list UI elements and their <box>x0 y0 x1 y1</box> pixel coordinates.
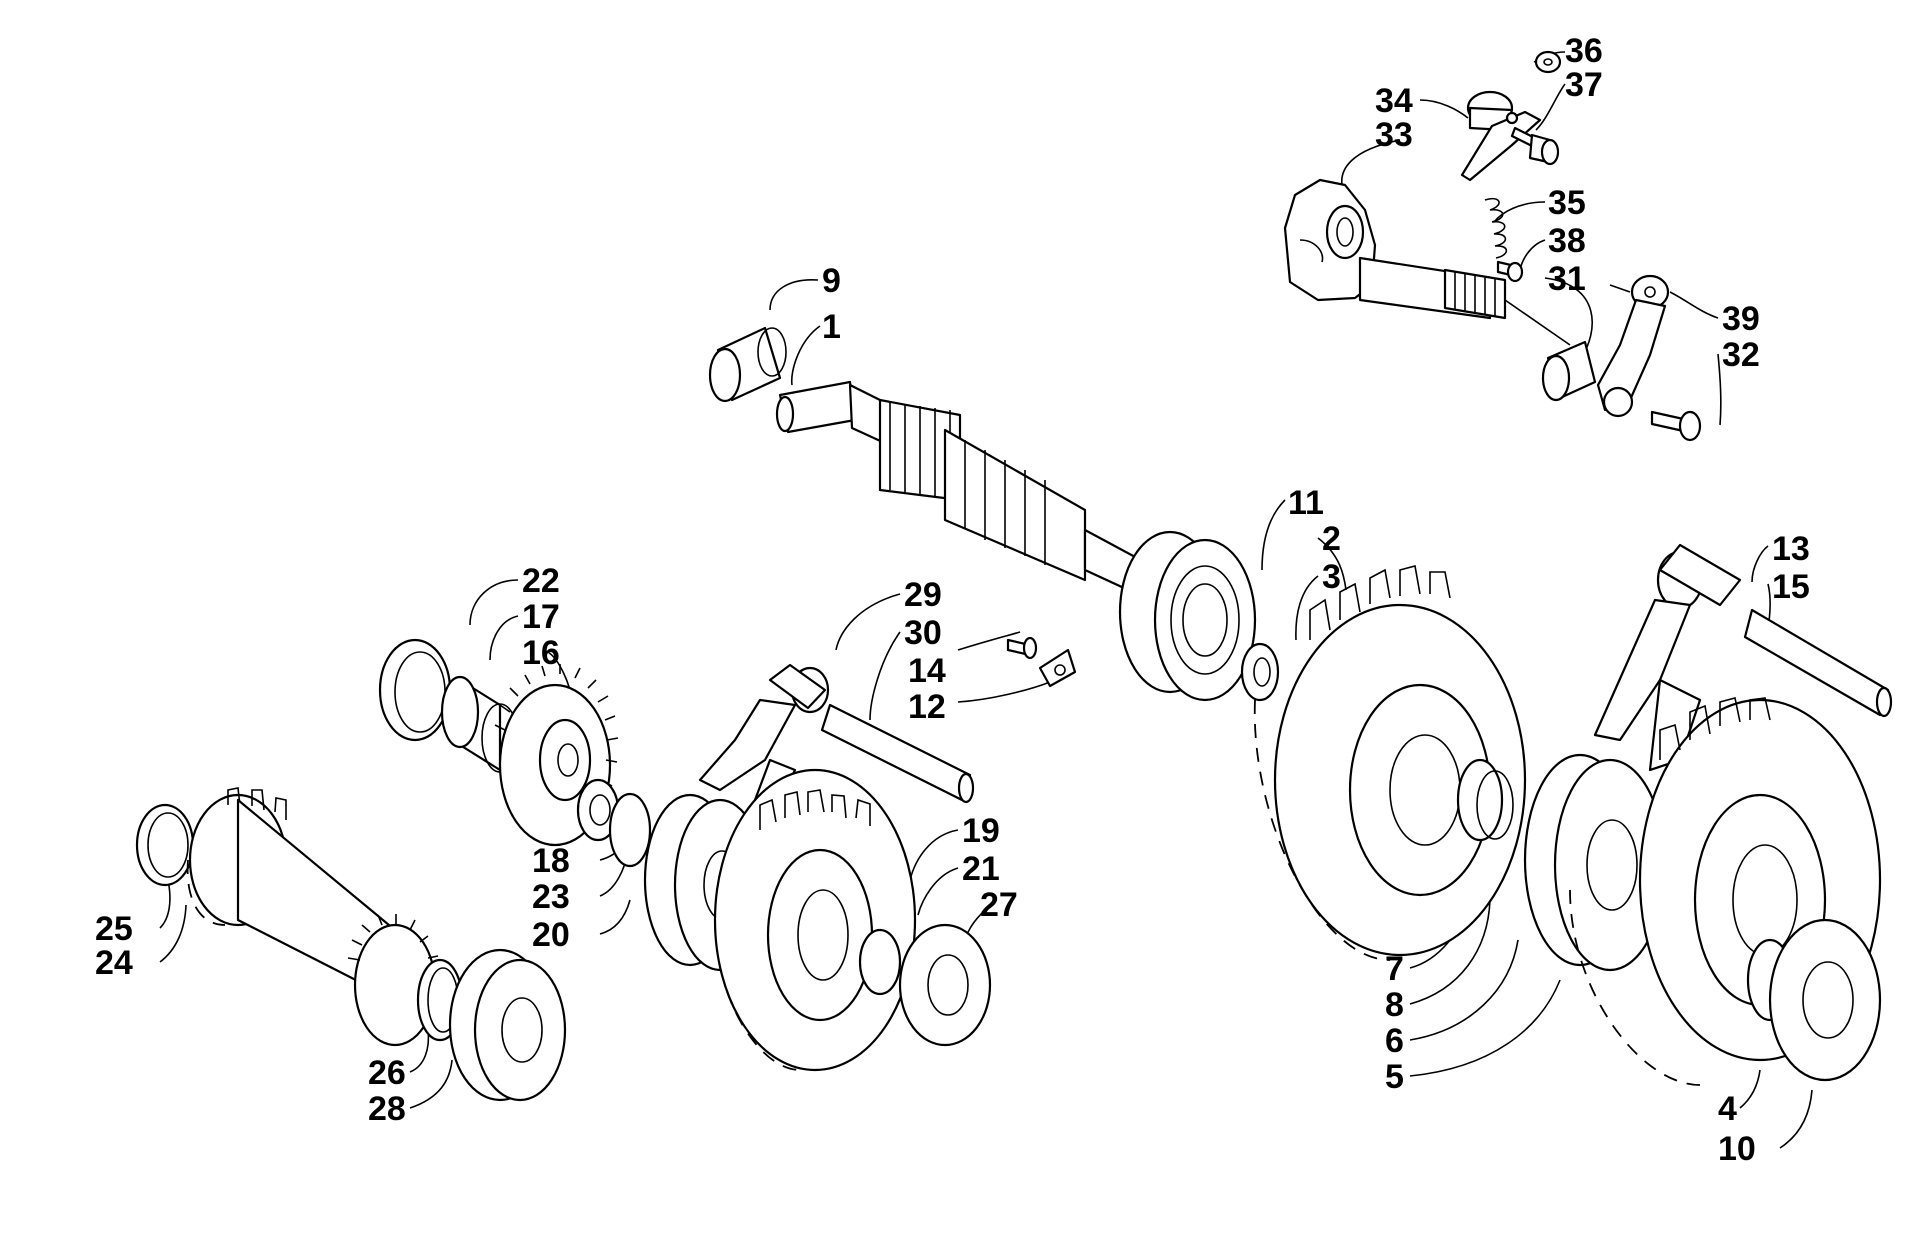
callout-7: 7 <box>1385 950 1404 988</box>
shift-rod-30-part <box>820 703 975 804</box>
callout-6: 6 <box>1385 1022 1404 1060</box>
callout-33: 33 <box>1375 116 1413 154</box>
callout-2: 2 <box>1322 520 1341 558</box>
callout-24: 24 <box>95 944 133 982</box>
callout-22: 22 <box>522 562 560 600</box>
callout-1: 1 <box>822 308 841 346</box>
shift-lever-39-part <box>1596 274 1670 418</box>
callout-28: 28 <box>368 1090 406 1128</box>
callout-31: 31 <box>1548 260 1586 298</box>
leader-lines <box>159 51 1813 1149</box>
callout-21: 21 <box>962 850 1000 888</box>
bolt-37-part <box>1510 126 1560 166</box>
callout-19: 19 <box>962 812 1000 850</box>
pin-38-part <box>1496 260 1524 283</box>
callout-39: 39 <box>1722 300 1760 338</box>
callout-10: 10 <box>1718 1130 1756 1168</box>
callout-13: 13 <box>1772 530 1810 568</box>
callout-labels: 36 37 34 33 35 38 31 39 32 9 1 11 2 3 13… <box>95 32 1810 1168</box>
washer-21-part <box>858 928 902 996</box>
clutch-dog-5-part <box>1523 753 1667 972</box>
callout-18: 18 <box>532 842 570 880</box>
callout-17: 17 <box>522 598 560 636</box>
callout-23: 23 <box>532 878 570 916</box>
countershaft-24-part <box>186 787 441 1047</box>
callout-16: 16 <box>522 634 560 672</box>
ring-22-part <box>378 638 452 742</box>
callout-25: 25 <box>95 910 133 948</box>
callout-29: 29 <box>904 576 942 614</box>
bolt-32-part <box>1650 410 1702 442</box>
callout-8: 8 <box>1385 986 1404 1024</box>
bearing-27-part <box>898 923 992 1047</box>
callout-27: 27 <box>980 886 1018 924</box>
circlip-23-part <box>608 792 652 868</box>
callout-38: 38 <box>1548 222 1586 260</box>
callout-5: 5 <box>1385 1058 1404 1096</box>
callout-9: 9 <box>822 262 841 300</box>
callout-12: 12 <box>908 688 946 726</box>
callout-11: 11 <box>1288 484 1324 522</box>
shift-shaft-part <box>1358 256 1571 346</box>
needle-bearing-9-part <box>708 326 787 403</box>
shift-fork-29-part <box>698 663 830 802</box>
bearing-10-part <box>1746 918 1882 1082</box>
callout-35: 35 <box>1548 184 1586 222</box>
washer-36-part <box>1534 50 1562 74</box>
shift-rod-15-part <box>1743 608 1893 718</box>
callout-20: 20 <box>532 916 570 954</box>
bolt-14-part <box>1006 636 1038 660</box>
plate-12-part <box>1038 648 1077 688</box>
shift-arm-part <box>1460 90 1542 182</box>
large-gear-2-part <box>1253 565 1527 961</box>
callout-26: 26 <box>368 1054 406 1092</box>
callout-30: 30 <box>904 614 942 652</box>
gear-19-part <box>713 768 917 1072</box>
callout-36: 36 <box>1565 32 1603 70</box>
shift-cam-housing-part <box>1283 178 1377 302</box>
spring-35-part <box>1484 197 1508 259</box>
ball-bearing-11-part <box>1118 530 1257 702</box>
callout-32: 32 <box>1722 336 1760 374</box>
bushing-31-part <box>1541 340 1597 402</box>
callout-37: 37 <box>1565 66 1603 104</box>
bearing-28-part <box>448 948 567 1102</box>
washer-3-part <box>1240 642 1280 702</box>
callout-3: 3 <box>1322 558 1341 596</box>
main-shaft-part <box>775 380 1152 602</box>
circlip-7-part <box>1456 758 1514 842</box>
callout-15: 15 <box>1772 568 1810 606</box>
ring-25-part <box>135 803 195 887</box>
callout-4: 4 <box>1718 1090 1737 1128</box>
callout-34: 34 <box>1375 82 1413 120</box>
callout-14: 14 <box>908 652 946 690</box>
